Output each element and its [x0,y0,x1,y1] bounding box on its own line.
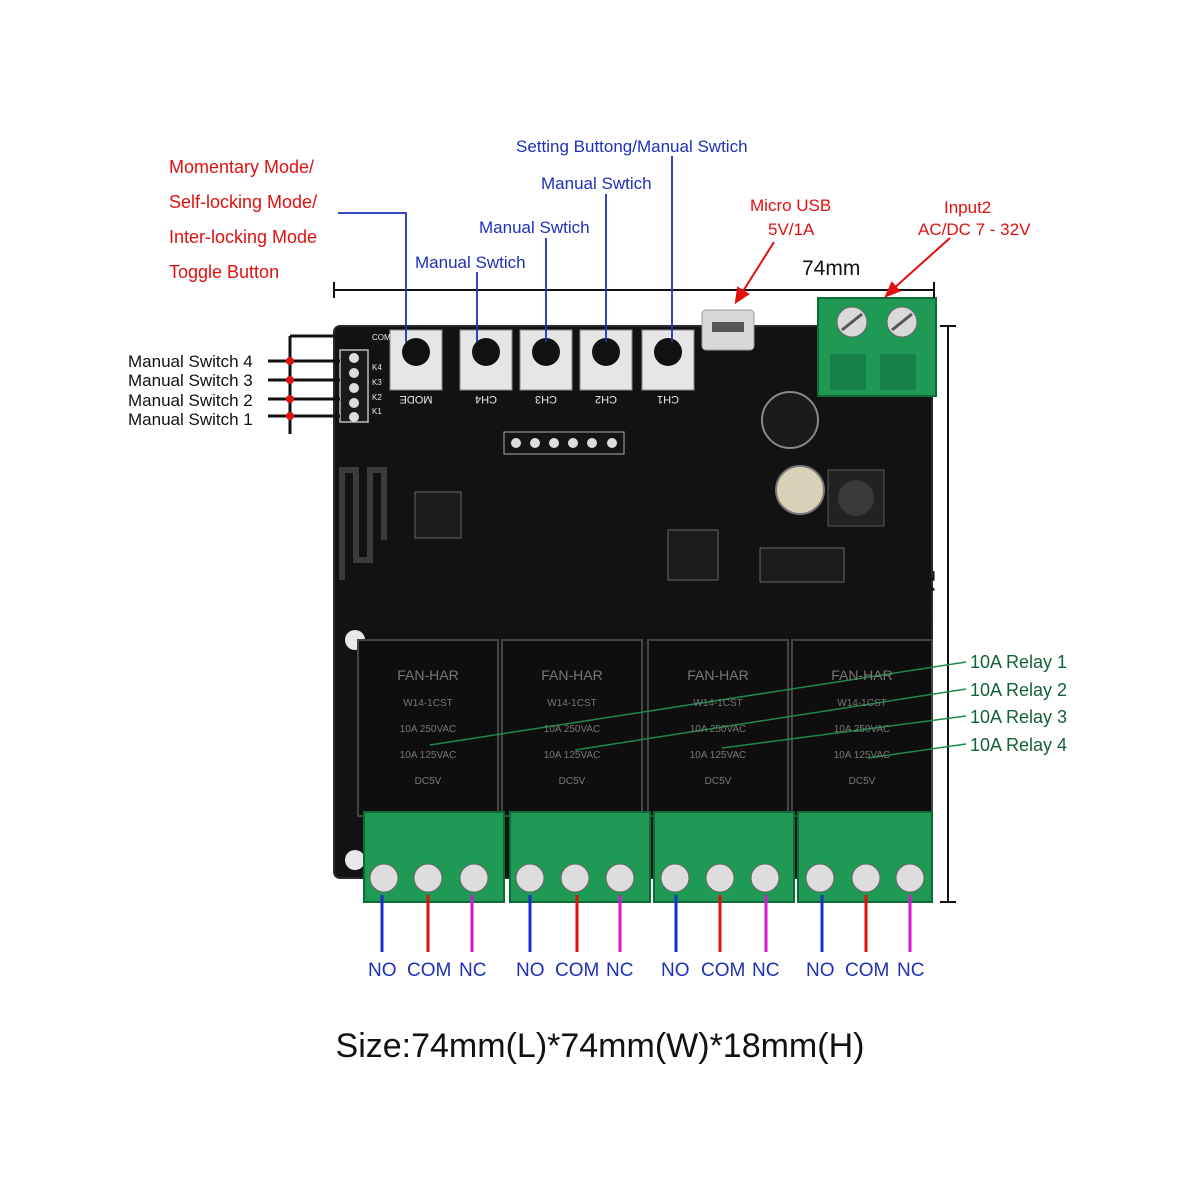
relay-silkscreen-text: DC5V [559,776,586,787]
relay-silkscreen-text: 10A 250VAC [834,724,891,735]
relay-silkscreen-text: DC5V [849,776,876,787]
terminal-4-no: NO [806,960,835,981]
relay-silkscreen-text: FAN-HAR [541,667,602,683]
manual-switch-callout-ch2: Manual Swtich [541,174,652,193]
silkscreen-pin-label: K1 [372,407,382,416]
terminal-block-2 [509,811,651,903]
silkscreen-button-label: MODE [400,393,433,405]
terminal-2-com: COM [555,960,600,981]
terminal-3-nc: NC [752,960,780,981]
manual-switch-callout-ch4: Manual Swtich [415,253,526,272]
relay-callout-lines [429,661,967,759]
dimension-width-line [333,282,935,298]
terminal-wires [380,895,912,952]
silkscreen-pin-label: K4 [372,363,382,372]
terminal-2-nc: NC [606,960,634,981]
manual-switch-3-label: Manual Switch 3 [128,371,253,390]
mount-hole [345,850,365,870]
terminal-1-nc: NC [459,960,487,981]
relay-silkscreen-text: FAN-HAR [687,667,748,683]
push-buttons [389,329,695,391]
mode-label-2: Self-locking Mode/ [169,192,318,212]
input-terminal-block [817,297,937,397]
dimension-width-label: 74mm [802,257,861,280]
size-caption: Size:74mm(L)*74mm(W)*18mm(H) [335,1027,865,1065]
wifi-antenna-trace [339,467,387,580]
terminal-block-3 [653,811,795,903]
usb-label-line2: 5V/1A [768,220,815,239]
relay-silkscreen-text: W14-1CST [693,698,742,709]
relay-1-body [357,639,499,817]
terminal-4-nc: NC [897,960,925,981]
callout-lines [338,156,673,342]
capacitor [761,391,819,449]
mode-label-1: Momentary Mode/ [169,157,315,177]
terminal-4-com: COM [845,960,890,981]
mode-push-button [389,329,443,391]
silkscreen-button-label: CH2 [595,393,617,405]
relay-silkscreen-text: W14-1CST [403,698,452,709]
terminal-3-no: NO [661,960,690,981]
relay-silkscreen-text: DC5V [415,776,442,787]
relay-silkscreen-text: 10A 125VAC [400,750,457,761]
relay-silkscreen-text: FAN-HAR [397,667,458,683]
dimension-height-line [940,325,956,903]
output-terminal-blocks [363,811,933,903]
terminal-2-no: NO [516,960,545,981]
silkscreen-button-label: CH1 [657,393,679,405]
manual-switch-wiring [268,334,340,434]
input-label-line1: Input2 [944,198,992,217]
terminal-3-com: COM [701,960,746,981]
silkscreen-pin-label: K2 [372,393,382,402]
relay-silkscreen-text: 10A 125VAC [834,750,891,761]
manual-switch-2-label: Manual Switch 2 [128,391,253,410]
relay-2-body [501,639,643,817]
dimension-height-label: 74mm [915,570,938,629]
relay-silkscreen-text: 10A 125VAC [544,750,601,761]
shift-register-chip [759,547,845,583]
mode-label-3: Inter-locking Mode [169,227,318,247]
silkscreen-pin-label: COM [372,333,391,342]
switch-junction-dots [286,357,294,420]
relay-1-label: 10A Relay 1 [970,652,1068,672]
relay-silkscreen-text: W14-1CST [547,698,596,709]
relay-silkscreen-text: 10A 250VAC [400,724,457,735]
ch4-push-button [459,329,513,391]
silkscreen-pin-label: K3 [372,378,382,387]
silkscreen-button-label: CH4 [475,393,497,405]
mode-label-4: Toggle Button [169,262,280,282]
relay-silkscreen-text: DC5V [705,776,732,787]
terminal-block-1 [363,811,505,903]
pin-header-row [503,431,625,455]
silkscreen-button-label: CH3 [535,393,557,405]
input-label-line2: AC/DC 7 - 32V [918,220,1031,239]
relay-3-label: 10A Relay 3 [970,707,1068,727]
terminal-1-com: COM [407,960,452,981]
terminal-block-4 [797,811,933,903]
relay-4-label: 10A Relay 4 [970,735,1068,755]
usb-label-line1: Micro USB [750,196,832,215]
relay-4-body [791,639,933,817]
relay-silkscreen-text: W14-1CST [837,698,886,709]
wifi-chip [414,491,462,539]
main-controller-chip [667,529,719,581]
switch-header [339,349,369,423]
setting-button-label: Setting Buttong/Manual Swtich [516,137,748,156]
terminal-1-no: NO [368,960,397,981]
relay-silkscreen-text: 10A 250VAC [544,724,601,735]
manual-switch-4-label: Manual Switch 4 [128,352,253,371]
relay-2-label: 10A Relay 2 [970,680,1068,700]
relay-silkscreen-text: FAN-HAR [831,667,892,683]
relay-silkscreen-text: 10A 125VAC [690,750,747,761]
capacitor [775,465,825,515]
relay-silkscreen-text: 10A 250VAC [690,724,747,735]
manual-switch-1-label: Manual Switch 1 [128,410,253,429]
red-arrows [734,237,951,305]
manual-switch-callout-ch3: Manual Swtich [479,218,590,237]
ch1-push-button [641,329,695,391]
